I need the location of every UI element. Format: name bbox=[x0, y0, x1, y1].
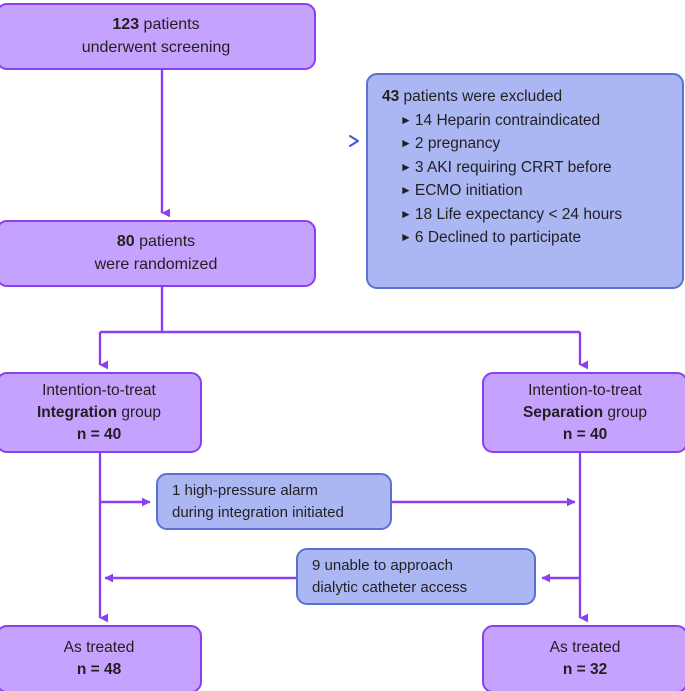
node-itt-integration-n: n = 40 bbox=[76, 425, 122, 443]
node-as-treated-separation-n: n = 32 bbox=[562, 661, 608, 678]
node-randomized-line1: 80 patients bbox=[8, 231, 304, 254]
node-as-treated-integration: As treated n = 48 bbox=[0, 625, 202, 691]
node-itt-integration-group-suffix: group bbox=[117, 403, 162, 421]
node-itt-integration: Intention-to-treat Integration group n =… bbox=[0, 372, 202, 453]
node-itt-integration-line2: Integration group bbox=[4, 402, 194, 424]
exclusion-item: ►2 pregnancy bbox=[382, 132, 682, 156]
exclusion-item-label: 6 Declined to participate bbox=[414, 229, 582, 246]
node-itt-separation-group-suffix: group bbox=[603, 403, 648, 421]
node-screened-line1: 123 patients bbox=[8, 14, 304, 37]
triangle-bullet-icon: ► bbox=[400, 230, 412, 244]
exclusion-item-label: 3 AKI requiring CRRT before bbox=[414, 158, 612, 176]
node-itt-separation-line2: Separation group bbox=[490, 402, 680, 424]
node-randomized-count-label: patients bbox=[134, 232, 196, 250]
node-excluded: 43 patients were excluded ►14 Heparin co… bbox=[366, 73, 684, 289]
node-as-treated-separation: As treated n = 32 bbox=[482, 625, 685, 691]
triangle-bullet-icon: ► bbox=[400, 206, 412, 221]
node-crossover-high-pressure-alarm: 1 high-pressure alarm during integration… bbox=[156, 473, 392, 530]
exclusion-item-label: ECMO initiation bbox=[414, 182, 523, 199]
node-as-treated-separation-label: As treated bbox=[549, 639, 621, 656]
node-crossover-bottom-line2: dialytic catheter access bbox=[312, 578, 468, 596]
node-crossover-catheter-access: 9 unable to approach dialytic catheter a… bbox=[296, 548, 536, 605]
node-crossover-bottom-line1: 9 unable to approach bbox=[312, 556, 453, 574]
node-screened-line2: underwent screening bbox=[81, 38, 231, 56]
node-as-treated-integration-label: As treated bbox=[63, 639, 135, 656]
node-itt-integration-line1: Intention-to-treat bbox=[42, 381, 156, 399]
triangle-bullet-icon: ► bbox=[400, 112, 412, 127]
node-screened-count-label: patients bbox=[139, 15, 200, 33]
node-randomized-line2: were randomized bbox=[94, 255, 218, 273]
node-itt-separation-line1: Intention-to-treat bbox=[528, 381, 642, 399]
exclusion-item: ►3 AKI requiring CRRT before bbox=[382, 156, 682, 180]
exclusion-item-label: 2 pregnancy bbox=[414, 135, 501, 152]
node-itt-separation: Intention-to-treat Separation group n = … bbox=[482, 372, 685, 453]
node-excluded-heading-label: patients were excluded bbox=[399, 88, 563, 105]
node-crossover-top-line2: during integration initiated bbox=[172, 503, 344, 521]
exclusion-item: ►14 Heparin contraindicated bbox=[382, 109, 682, 133]
node-excluded-count: 43 bbox=[382, 88, 400, 105]
node-excluded-heading: 43 patients were excluded bbox=[382, 85, 682, 109]
exclusion-item: ►18 Life expectancy < 24 hours bbox=[382, 203, 682, 227]
exclusion-item-label: 14 Heparin contraindicated bbox=[414, 111, 601, 129]
node-randomized: 80 patients were randomized bbox=[0, 220, 316, 287]
node-itt-separation-n: n = 40 bbox=[562, 425, 608, 443]
node-crossover-top-line1: 1 high-pressure alarm bbox=[172, 481, 318, 499]
triangle-bullet-icon: ► bbox=[400, 136, 412, 150]
node-randomized-count: 80 bbox=[116, 232, 135, 250]
exclusion-item: ►ECMO initiation bbox=[382, 179, 682, 203]
node-itt-separation-group-name: Separation bbox=[522, 403, 604, 421]
node-screened-count: 123 bbox=[112, 15, 140, 33]
exclusion-item: ►6 Declined to participate bbox=[382, 226, 682, 250]
triangle-bullet-icon: ► bbox=[400, 183, 412, 197]
node-as-treated-integration-n: n = 48 bbox=[76, 661, 122, 678]
exclusion-item-label: 18 Life expectancy < 24 hours bbox=[414, 205, 623, 223]
node-itt-integration-group-name: Integration bbox=[36, 403, 118, 421]
node-screened: 123 patients underwent screening bbox=[0, 3, 316, 70]
triangle-bullet-icon: ► bbox=[400, 159, 412, 174]
